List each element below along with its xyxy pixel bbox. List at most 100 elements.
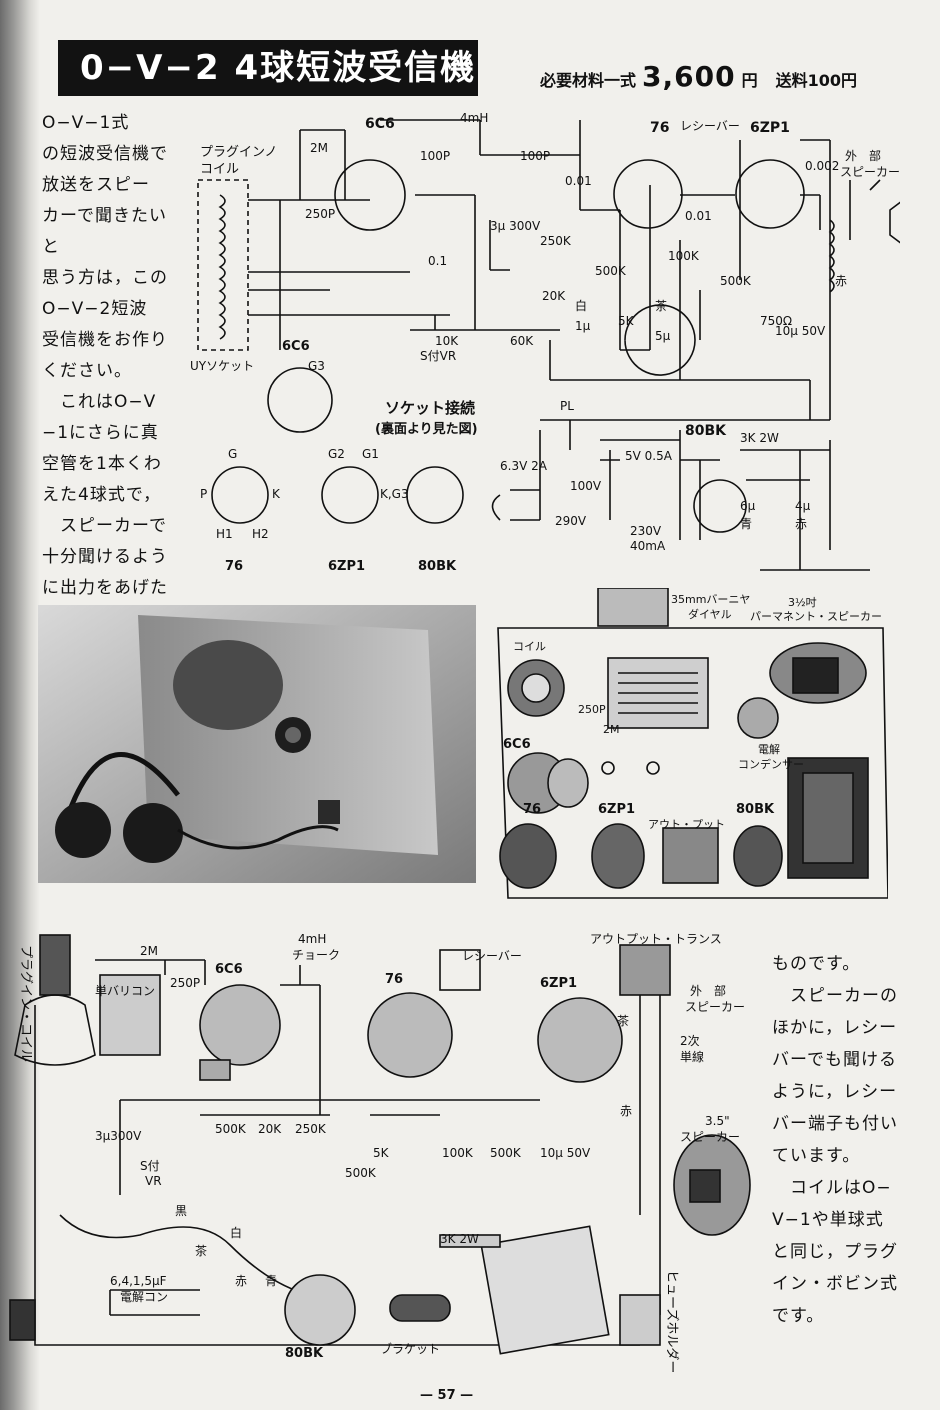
tube-6c6-symbol bbox=[334, 159, 406, 231]
wire-tube-80bk: 80BK bbox=[285, 1346, 324, 1361]
socket-section-sub: (裏面より見た図) bbox=[375, 421, 478, 437]
wire-ext-spk-2: スピーカー bbox=[685, 1000, 745, 1014]
cap-01: 0.1 bbox=[428, 254, 447, 268]
wire-color-white: 白 bbox=[230, 1225, 242, 1240]
trans-6v3: 6.3V 2A bbox=[500, 459, 548, 473]
cap-10u: 10μ 50V bbox=[775, 324, 826, 338]
wire-elcap-1: 6,4,1,5μF bbox=[110, 1274, 167, 1288]
wire-spk35-1: 3.5" bbox=[705, 1114, 730, 1128]
pin-kg3: K,G3 bbox=[380, 487, 409, 501]
shipping-fee: 送料100円 bbox=[775, 71, 858, 90]
choke-label: 4mH bbox=[460, 111, 488, 125]
wire-res-3k2w: 3K 2W bbox=[440, 1232, 479, 1246]
color-red-1: 赤 bbox=[835, 274, 847, 288]
chassis-dial-1: 35mmバーニヤ bbox=[671, 593, 750, 606]
receiver-label: レシーバー bbox=[680, 119, 740, 133]
res-500k-2: 500K bbox=[720, 274, 752, 288]
res-100k: 100K bbox=[668, 249, 700, 263]
wire-cap-10u: 10μ 50V bbox=[540, 1146, 591, 1160]
pin-h2: H2 bbox=[252, 527, 269, 541]
pin-g1: G1 bbox=[362, 447, 379, 461]
color-white: 白 bbox=[575, 298, 587, 313]
page-number-value: 57 bbox=[437, 1388, 456, 1403]
pin-g2: G2 bbox=[328, 447, 345, 461]
socket-6zp1-label: 6ZP1 bbox=[328, 559, 365, 574]
res-20k: 20K bbox=[542, 289, 566, 303]
wire-ext-spk-1: 外 部 bbox=[690, 983, 726, 998]
wire-coil-label: プラグイン・コイル bbox=[18, 945, 33, 1062]
trans-290v: 290V bbox=[555, 514, 587, 528]
chassis-dial-2: ダイヤル bbox=[688, 607, 732, 621]
wire-color-red: 赤 bbox=[235, 1274, 247, 1288]
page-number: — 57 — bbox=[420, 1388, 474, 1403]
coil-label-2: コイル bbox=[200, 162, 239, 177]
res-750: 750Ω bbox=[760, 314, 792, 328]
wire-res-100k: 100K bbox=[442, 1146, 474, 1160]
chassis-top-view: 35mmバーニヤ ダイヤル 3½吋 パーマネント・スピーカー コイル 電解 コン… bbox=[497, 588, 888, 899]
wire-out-trans: アウトプット・トランス bbox=[590, 932, 722, 946]
cap-4u: 4μ bbox=[795, 499, 811, 513]
socket-76-label: 76 bbox=[225, 559, 243, 574]
wire-fuse: ヒューズホルダー bbox=[664, 1270, 680, 1373]
cap-100p-2: 100P bbox=[520, 149, 550, 163]
wire-vari-label: 単バリコン bbox=[95, 984, 155, 998]
res-10k: 10K bbox=[435, 334, 459, 348]
cap-6u: 6μ bbox=[740, 499, 756, 513]
chassis-tube-76: 76 bbox=[523, 802, 541, 817]
wire-res-5k: 5K bbox=[373, 1146, 390, 1160]
color-brown: 茶 bbox=[655, 298, 667, 313]
scan-shadow bbox=[0, 0, 40, 1410]
cap-100p-1: 100P bbox=[420, 149, 450, 163]
coil-winding bbox=[218, 194, 226, 340]
ext-speaker-label: 外 部 bbox=[845, 148, 881, 163]
wire-elcap-2: 電解コン bbox=[120, 1290, 168, 1304]
price-value: 3,600 bbox=[642, 60, 736, 93]
chassis-cap-2: コンデンサー bbox=[738, 757, 804, 771]
cap-001-1: 0.01 bbox=[565, 174, 592, 188]
chassis-tube-6zp1: 6ZP1 bbox=[598, 802, 635, 817]
chassis-250p: 250P bbox=[578, 703, 606, 716]
pin-g3: G3 bbox=[308, 359, 325, 373]
wire-color-brown: 茶 bbox=[195, 1243, 207, 1258]
tube-80bk-symbol bbox=[693, 479, 747, 533]
socket-6c6-label: 6C6 bbox=[282, 339, 310, 354]
pin-p: P bbox=[200, 487, 207, 501]
wire-color-red-2: 赤 bbox=[620, 1104, 632, 1118]
chassis-coil: コイル bbox=[513, 640, 546, 653]
chassis-2m: 2M bbox=[603, 723, 620, 736]
wire-res-250k: 250K bbox=[295, 1122, 327, 1136]
wire-vr-1: S付 bbox=[140, 1159, 160, 1173]
cap-1u: 1μ bbox=[575, 319, 591, 333]
tube-6zp1-label: 6ZP1 bbox=[750, 120, 790, 136]
wire-tube-6zp1: 6ZP1 bbox=[540, 976, 577, 991]
wire-color-black: 黒 bbox=[175, 1204, 187, 1218]
coil-socket-outline bbox=[197, 179, 249, 351]
ext-speaker-label-2: スピーカー bbox=[840, 165, 900, 179]
speaker-symbol bbox=[849, 179, 900, 244]
cap-0002: 0.002 bbox=[805, 159, 839, 173]
trans-40ma: 40mA bbox=[630, 539, 666, 553]
price-unit: 円 bbox=[741, 71, 758, 90]
cap-250p: 250P bbox=[305, 207, 335, 221]
tube-80bk-label: 80BK bbox=[685, 423, 727, 439]
color-blue: 青 bbox=[740, 517, 752, 531]
wire-secondary-2: 単線 bbox=[680, 1049, 704, 1064]
tube-6c6-label: 6C6 bbox=[365, 116, 395, 132]
res-2m: 2M bbox=[310, 141, 328, 155]
coil-label-1: プラグインノ bbox=[200, 145, 277, 160]
chassis-speaker-1: 3½吋 bbox=[788, 596, 817, 609]
trans-100v: 100V bbox=[570, 479, 602, 493]
wire-res-500k-2: 500K bbox=[345, 1166, 377, 1180]
wire-receiver: レシーバー bbox=[462, 949, 522, 963]
wire-2m: 2M bbox=[140, 944, 158, 958]
wire-res-500k-3: 500K bbox=[490, 1146, 522, 1160]
trans-230v: 230V bbox=[630, 524, 662, 538]
intro-text: O−V−1式 の短波受信機で 放送をスピー カーで聞きたいと 思う方は，この O… bbox=[42, 113, 168, 598]
socket-80bk-label: 80BK bbox=[418, 559, 457, 574]
tube-6zp1-symbol bbox=[735, 159, 805, 229]
pin-k: K bbox=[272, 487, 281, 501]
res-3k2w: 3K 2W bbox=[740, 431, 779, 445]
tube-76-symbol bbox=[613, 159, 683, 229]
